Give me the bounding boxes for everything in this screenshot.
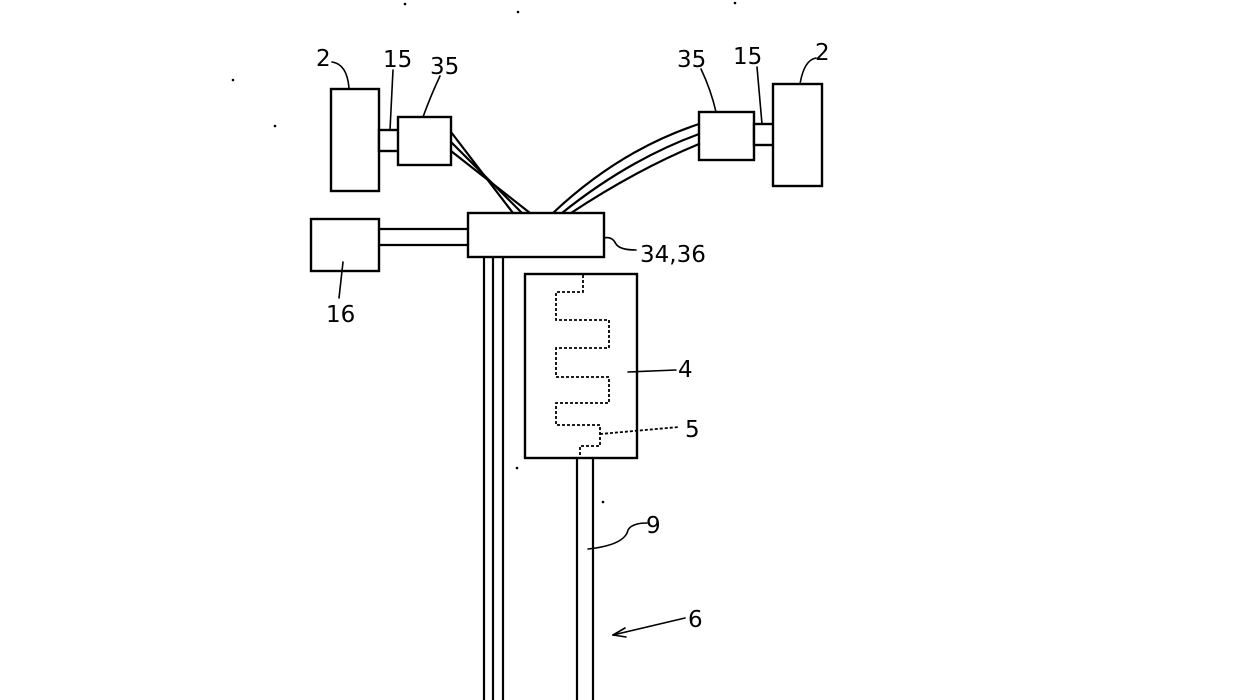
right-unit-box	[773, 84, 822, 186]
side-unit-label: 16	[326, 302, 355, 328]
hub-downlines	[484, 257, 503, 700]
tube-label: 9	[646, 513, 661, 539]
hub-leader	[604, 238, 636, 250]
left-adapter-label: 35	[430, 54, 459, 80]
left-link-box	[379, 130, 399, 151]
left-link-label: 15	[383, 47, 412, 73]
right-link-box	[754, 124, 774, 145]
right-cable-bundle	[553, 124, 699, 213]
housing-box	[525, 274, 637, 458]
left-unit-box	[331, 89, 379, 191]
right-unit-label: 2	[815, 40, 830, 66]
left-unit-label: 2	[316, 46, 331, 72]
right-adapter-leader	[701, 69, 716, 112]
assembly-label: 6	[688, 607, 703, 633]
right-adapter-box	[699, 112, 754, 160]
side-unit-box	[311, 219, 379, 271]
tube-leader	[588, 523, 647, 549]
right-unit-leader	[800, 58, 816, 84]
left-unit-leader	[332, 62, 349, 88]
right-link-leader	[757, 67, 762, 124]
side-unit-connector	[379, 229, 468, 245]
left-adapter-box	[398, 117, 451, 165]
hub-label: 34,36	[640, 242, 706, 268]
left-cable-bundle	[451, 132, 530, 213]
hub-box	[468, 213, 604, 257]
assembly-arrow	[613, 618, 685, 637]
tube	[577, 458, 593, 700]
left-link-leader	[390, 70, 393, 130]
right-adapter-label: 35	[677, 47, 706, 73]
element-label: 5	[685, 417, 700, 443]
right-link-label: 15	[733, 44, 762, 70]
left-adapter-leader	[423, 76, 440, 117]
housing-label: 4	[678, 357, 693, 383]
